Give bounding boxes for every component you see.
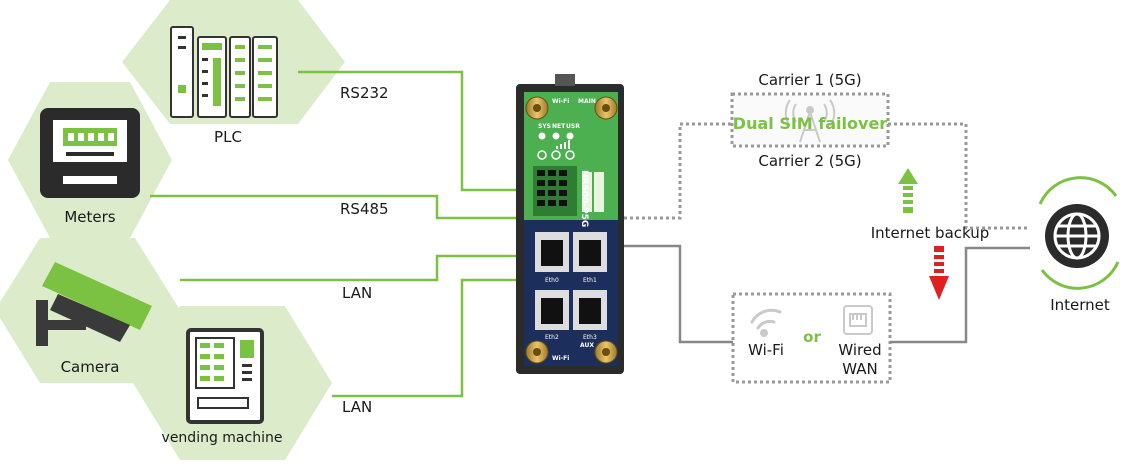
cellular-links [624, 92, 1030, 384]
meters-label: Meters [64, 208, 115, 226]
camera-label: Camera [61, 358, 120, 376]
ethernet-ports [535, 232, 607, 330]
dual-sim-label: Dual SIM failover [733, 114, 887, 133]
led-net: NET [552, 123, 566, 130]
rs485-label: RS485 [340, 200, 389, 218]
vending-machine-icon [186, 328, 264, 424]
line-rs485 [150, 194, 524, 220]
wired-links [624, 244, 1030, 344]
line-lan1 [180, 254, 524, 282]
backup-down-arrow-icon [929, 246, 949, 300]
led-sys: SYS [538, 123, 551, 130]
internet-backup-label: Internet backup [871, 224, 990, 242]
meter-icon [40, 108, 140, 198]
led-usr: USR [566, 123, 580, 130]
camera-icon [36, 262, 152, 346]
backup-up-arrow-icon [898, 168, 918, 213]
eth2-label: Eth2 [545, 334, 559, 341]
eth1-label: Eth1 [583, 277, 597, 284]
plc-icon [170, 26, 278, 118]
lan2-label: LAN [342, 398, 372, 416]
wifi-icon [750, 308, 782, 337]
wan-box [731, 292, 892, 384]
router-wifi-top: Wi-Fi [552, 98, 569, 105]
ethernet-jack-icon [843, 305, 873, 335]
or-label: or [803, 328, 821, 346]
router-model: NR500-P5G [579, 170, 589, 227]
eth3-label: Eth3 [583, 334, 597, 341]
internet-label: Internet [1050, 296, 1110, 314]
line-rs232 [298, 70, 524, 192]
wifi-label: Wi-Fi [748, 341, 784, 359]
carrier2-label: Carrier 2 (5G) [758, 152, 861, 170]
plc-label: PLC [214, 128, 242, 146]
router-aux: AUX [580, 342, 594, 349]
terminal-block [533, 166, 604, 216]
signal-bars-icon [556, 140, 570, 149]
globe-icon [1038, 176, 1120, 290]
carrier1-label: Carrier 1 (5G) [758, 71, 861, 89]
green-links [150, 70, 524, 398]
router-wifi-bottom: Wi-Fi [552, 355, 569, 362]
router-device: Wi-Fi MAIN SYS NET USR NR500-P5G [516, 74, 624, 374]
line-lan2 [332, 278, 524, 398]
wan-label: WAN [842, 360, 878, 378]
wired-label: Wired [838, 341, 881, 359]
rs232-label: RS232 [340, 84, 389, 102]
eth0-label: Eth0 [545, 277, 559, 284]
vending-label: vending machine [162, 430, 283, 446]
lan1-label: LAN [342, 284, 372, 302]
router-main: MAIN [578, 98, 596, 105]
dual-sim-box [730, 92, 890, 148]
cell-tower-icon [784, 99, 836, 143]
